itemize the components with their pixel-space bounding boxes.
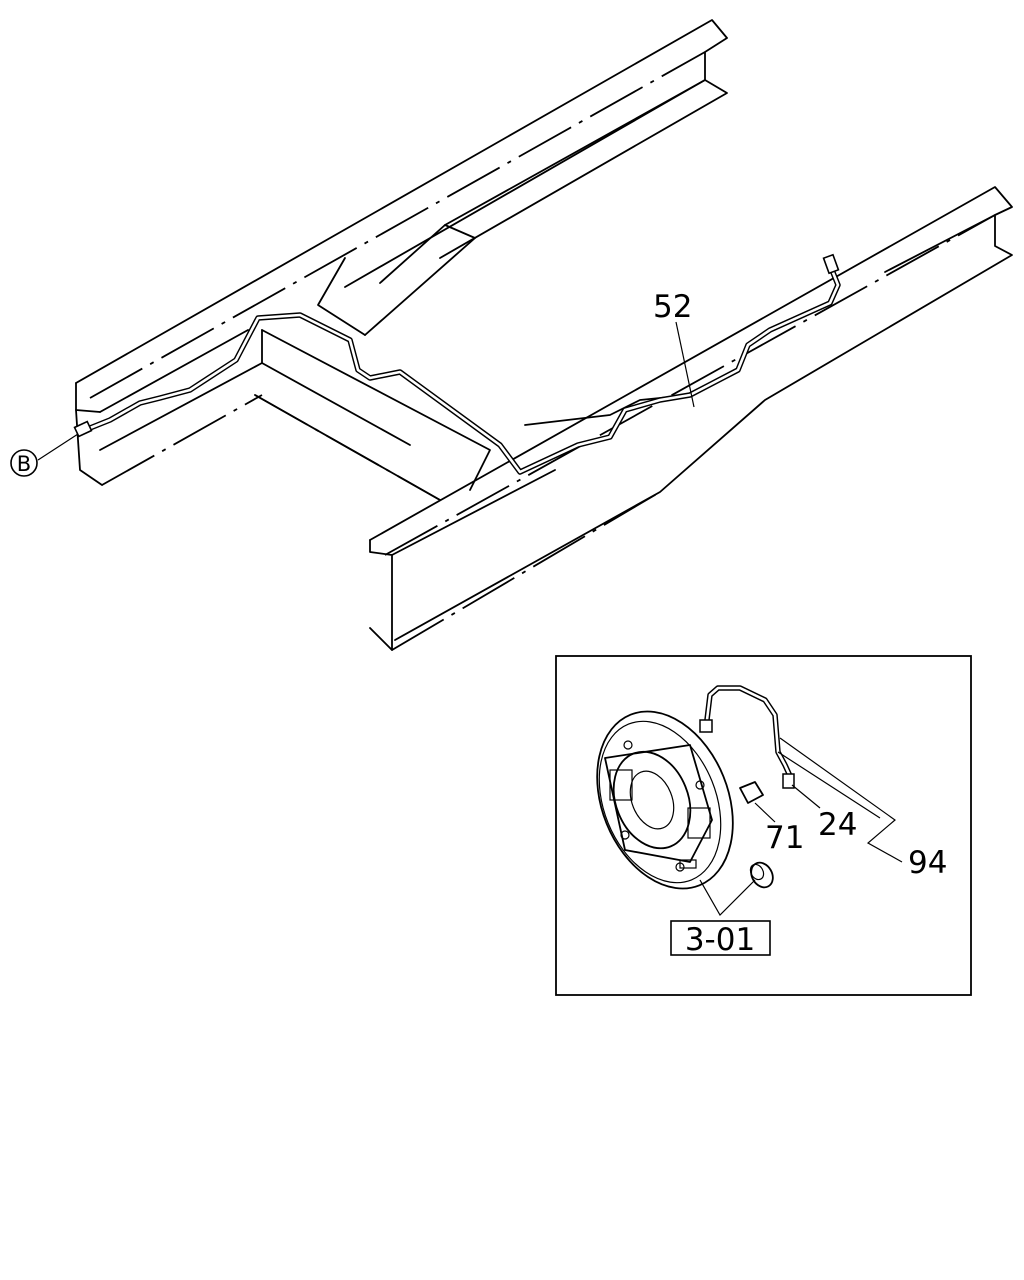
callout-24: 24 xyxy=(818,807,857,843)
connector-b-label: B xyxy=(17,452,31,476)
ref-box-3-01 xyxy=(670,920,771,956)
adjuster-plug xyxy=(749,861,774,889)
callout-52: 52 xyxy=(653,289,692,325)
right-side-rail xyxy=(369,186,1013,651)
leader-94 xyxy=(779,737,903,863)
leader-3-01 xyxy=(699,879,756,916)
detail-inset: 3-01 24 71 94 xyxy=(555,655,972,996)
inset-pipe-fitting-upper xyxy=(699,719,713,733)
callout-94: 94 xyxy=(908,845,947,881)
inset-brake-line xyxy=(699,685,793,779)
bolt-24 xyxy=(782,773,821,809)
brake-pipe-52 xyxy=(73,253,841,475)
leader-94b xyxy=(777,751,881,819)
rear-cross-member xyxy=(99,329,491,501)
pipe-fitting-rear xyxy=(73,420,93,438)
callout-3-01: 3-01 xyxy=(685,922,755,958)
left-side-rail xyxy=(75,19,728,486)
brake-backing-plate xyxy=(596,710,734,890)
clip-71 xyxy=(739,781,776,823)
front-cross-member xyxy=(317,79,706,336)
chassis-frame xyxy=(75,19,1013,651)
leader-52 xyxy=(675,321,695,408)
connector-b-marker: B xyxy=(10,433,79,477)
pipe-fitting-front xyxy=(822,253,840,275)
callout-71: 71 xyxy=(765,820,804,856)
